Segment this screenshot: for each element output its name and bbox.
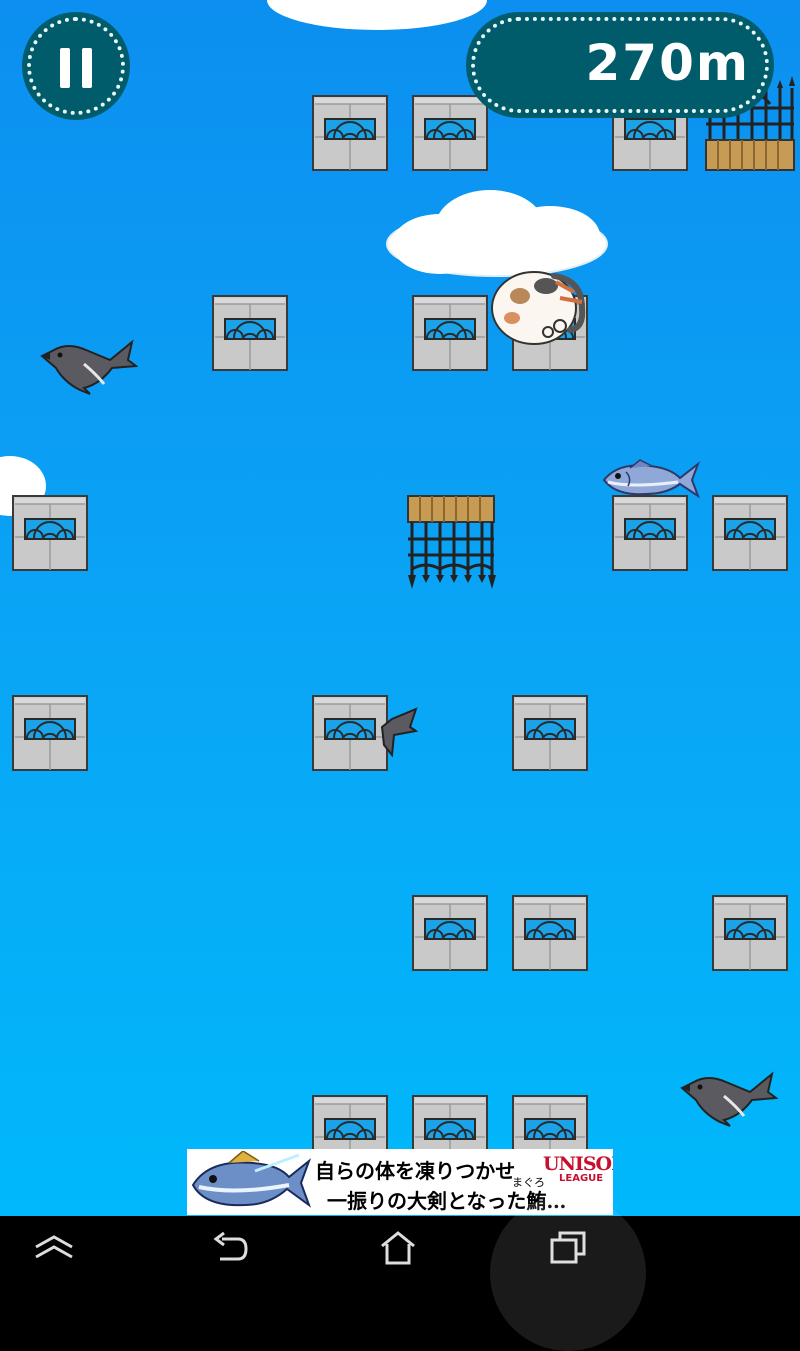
- menu-button[interactable]: [0, 1216, 114, 1280]
- ad-ruby-text: まぐろ: [512, 1176, 545, 1189]
- crow-enemy-icon: [322, 705, 418, 761]
- home-icon: [381, 1231, 415, 1265]
- wall-block: [412, 95, 488, 171]
- crow-enemy-icon: [40, 338, 138, 396]
- system-navigation-bar: [0, 1216, 800, 1280]
- wall-block: [212, 295, 288, 371]
- wall-block: [512, 895, 588, 971]
- ad-subline: 一振りの大剣となった鮪…: [327, 1189, 567, 1213]
- tuna-sword-ad-icon: [189, 1150, 312, 1215]
- pause-button[interactable]: [22, 12, 130, 120]
- wall-block: [12, 695, 88, 771]
- ad-headline: 自らの体を凍りつかせ: [315, 1159, 516, 1183]
- wall-block: [412, 295, 488, 371]
- game-field[interactable]: 270m 自らの体を凍りつかせ まぐろ 一振りの大剣となった鮪… UNISON …: [0, 0, 800, 1216]
- ad-banner[interactable]: 自らの体を凍りつかせ まぐろ 一振りの大剣となった鮪… UNISON LEAGU…: [187, 1149, 613, 1215]
- pause-icon: [82, 48, 92, 88]
- recent-apps-icon: [550, 1231, 586, 1264]
- wall-block: [312, 95, 388, 171]
- recent-apps-button[interactable]: [508, 1216, 628, 1280]
- menu-icon: [35, 1235, 73, 1259]
- touch-highlight: [490, 1195, 646, 1351]
- back-icon: [213, 1231, 248, 1261]
- wall-block: [712, 495, 788, 571]
- wall-block: [412, 895, 488, 971]
- ad-brand-logo: UNISON: [543, 1153, 613, 1175]
- home-button[interactable]: [338, 1216, 458, 1280]
- cloud: [265, 0, 490, 34]
- ad-brand-sub: LEAGUE: [559, 1173, 604, 1184]
- pause-icon: [60, 48, 70, 88]
- wall-block: [612, 495, 688, 571]
- back-button[interactable]: [170, 1216, 290, 1280]
- calico-cat-player-icon: [490, 268, 590, 350]
- distance-counter: 270m: [466, 12, 774, 118]
- wall-block: [512, 695, 588, 771]
- wall-block: [12, 495, 88, 571]
- spike-gate-icon: [404, 495, 498, 591]
- tuna-fish-pickup-icon[interactable]: [600, 458, 702, 500]
- wall-block: [712, 895, 788, 971]
- distance-value: 270m: [585, 34, 750, 92]
- cloud: [385, 188, 609, 278]
- crow-enemy-icon: [680, 1070, 778, 1128]
